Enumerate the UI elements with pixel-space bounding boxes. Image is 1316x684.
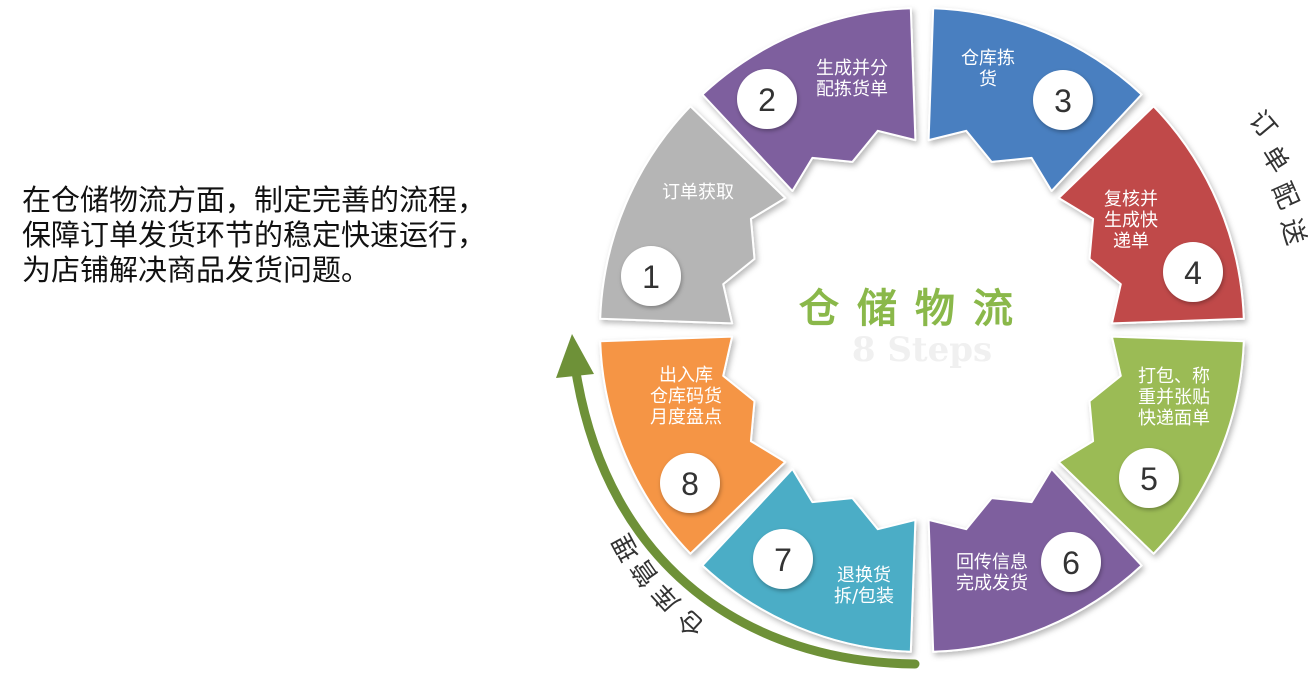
order-delivery-char: 配 — [1265, 178, 1303, 214]
step-7-label-line: 退换货 — [837, 565, 891, 586]
arrow-head — [556, 334, 594, 378]
center-title: 仓储物流 — [799, 286, 1031, 332]
step-6-label-line: 完成发货 — [956, 573, 1028, 594]
warehouse-management-char: 仓 — [672, 603, 711, 643]
step-2-number-circle — [737, 69, 797, 129]
step-4-label-line: 递单 — [1113, 231, 1149, 252]
order-delivery-char: 送 — [1274, 215, 1310, 248]
step-8-label-line: 出入库 — [659, 365, 713, 386]
step-3-number-circle — [1033, 70, 1093, 130]
step-7-label-line: 拆/包装 — [834, 586, 894, 607]
step-8-label-line: 月度盘点 — [650, 407, 722, 428]
step-2-label-line: 生成并分 — [816, 58, 888, 79]
step-5-label-line: 快递面单 — [1138, 408, 1210, 429]
step-3-label-line: 货 — [979, 69, 997, 90]
arrow-curve — [571, 367, 920, 669]
step-1: 1 订单获取 — [599, 105, 787, 325]
step-5-label-line: 重并张贴 — [1138, 387, 1210, 408]
step-1-number: 1 — [642, 259, 660, 295]
intro-line: 在仓储物流方面，制定完善的流程， — [22, 183, 487, 217]
step-2-segment — [701, 7, 917, 192]
step-4-label-line: 复核并 — [1104, 189, 1158, 210]
step-6-number-circle — [1041, 532, 1101, 592]
step-8-label-line: 仓库码货 — [650, 386, 722, 407]
step-5-segment — [1057, 335, 1245, 555]
order-delivery-char: 单 — [1255, 141, 1294, 179]
step-5-label-line: 打包、称 — [1138, 366, 1210, 387]
step-5-number: 5 — [1140, 461, 1158, 497]
step-4-label-line: 生成快 — [1104, 210, 1158, 231]
intro-text: 在仓储物流方面，制定完善的流程， 保障订单发货环节的稳定快速运行， 为店铺解决商… — [22, 183, 562, 287]
step-4-number: 4 — [1184, 255, 1202, 291]
center-subtitle: 8 Steps — [852, 330, 992, 370]
step-7-number-circle — [753, 529, 813, 589]
step-6-label-line: 回传信息 — [956, 552, 1028, 573]
step-8-number-circle — [660, 453, 720, 513]
step-7-number: 7 — [774, 542, 792, 578]
step-1-number-circle — [621, 246, 681, 306]
step-2-label-line: 配拣货单 — [816, 79, 888, 100]
step-6-number: 6 — [1062, 545, 1080, 581]
step-5-number-circle — [1119, 448, 1179, 508]
order-delivery-char: 订 — [1243, 105, 1283, 144]
intro-line: 为店铺解决商品发货问题。 — [22, 252, 371, 287]
step-8-segment — [599, 335, 787, 555]
step-3-number: 3 — [1054, 83, 1072, 119]
warehouse-arrow — [556, 334, 920, 669]
step-6-segment — [927, 468, 1143, 653]
step-2-number: 2 — [758, 82, 776, 118]
step-3-label-line: 仓库拣 — [961, 48, 1015, 69]
step-1-label-line: 订单获取 — [662, 182, 734, 203]
step-4-number-circle — [1163, 242, 1223, 302]
intro-line: 保障订单发货环节的稳定快速运行， — [22, 217, 487, 252]
step-8-number: 8 — [681, 466, 699, 502]
